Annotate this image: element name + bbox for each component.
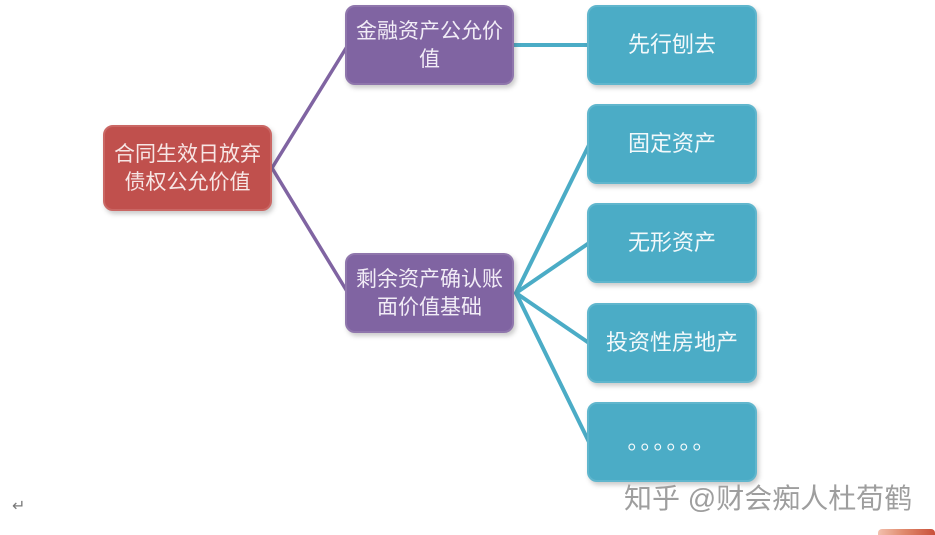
node-leaf-remove-first: 先行刨去 [587, 5, 757, 85]
connector-branch2-to-leaf3 [514, 241, 591, 295]
connector-branch2-to-leaf4 [514, 291, 591, 345]
node-branch-financial-assets-fair-value: 金融资产公允价值 [345, 5, 514, 85]
connector-branch2-to-leaf5 [514, 291, 591, 444]
node-leaf-fixed-assets: 固定资产 [587, 104, 757, 184]
node-leaf-intangible-assets: 无形资产 [587, 203, 757, 283]
node-leaf-ellipsis: 。。。。。。 [587, 402, 757, 482]
node-leaf-investment-property: 投资性房地产 [587, 303, 757, 383]
paragraph-return-mark: ↵ [12, 496, 26, 515]
node-root-contract-fair-value: 合同生效日放弃债权公允价值 [103, 125, 272, 211]
connector-branch2-to-leaf2 [514, 143, 591, 295]
bottom-right-red-sliver [878, 529, 935, 535]
connector-root-to-branch1 [270, 43, 350, 170]
node-branch-remaining-assets-book-value: 剩余资产确认账面价值基础 [345, 253, 514, 333]
zhihu-watermark: 知乎 @财会痴人杜荀鹤 [624, 483, 913, 514]
connector-root-to-branch2 [270, 166, 350, 295]
